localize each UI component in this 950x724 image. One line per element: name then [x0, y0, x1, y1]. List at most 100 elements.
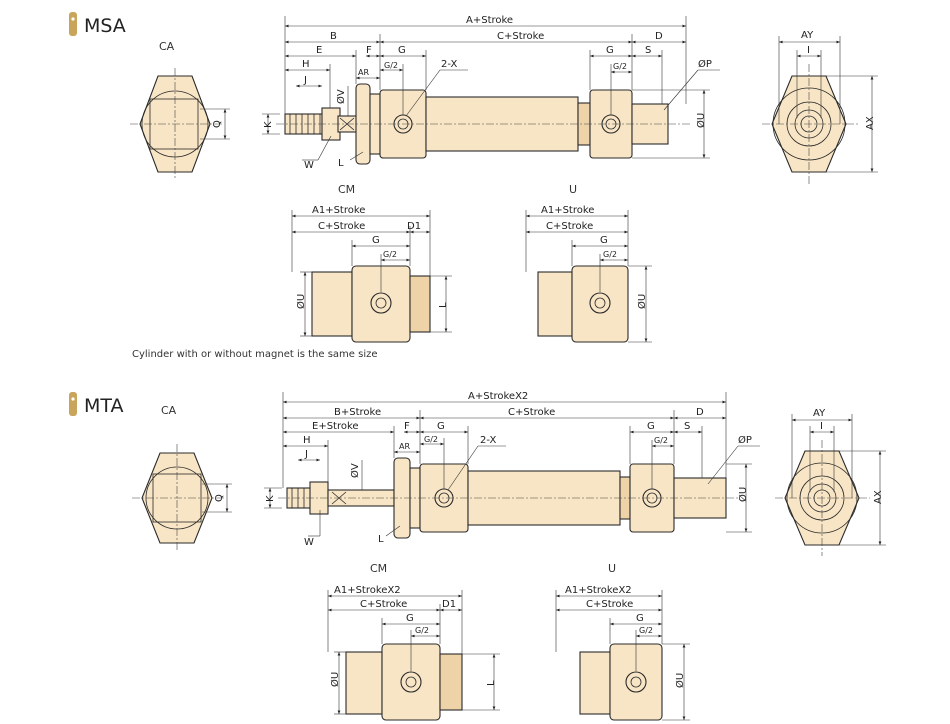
- cm-dim-d1: D1: [407, 221, 421, 232]
- dim-i: I: [807, 45, 810, 56]
- dim-g: G: [398, 45, 406, 56]
- u-barrel: [537, 271, 573, 337]
- cm-dim-g2: G/2: [415, 626, 429, 635]
- msa-section: MSA CA Q: [69, 12, 878, 360]
- dim-h: H: [302, 59, 310, 70]
- cm-dim-a1: A1+Stroke: [312, 205, 365, 216]
- mta-cm-view: CM A1+StrokeX2 C+Stroke D1 G G/2 ØU: [327, 562, 500, 721]
- dim-d: D: [655, 31, 663, 42]
- cm-dim-g: G: [372, 235, 380, 246]
- dim-k: K: [263, 121, 274, 128]
- msa-ca-view: CA Q: [130, 40, 230, 180]
- dim-j: J: [303, 75, 307, 86]
- badge-dot-icon: [71, 397, 75, 401]
- dim-q: Q: [212, 120, 223, 128]
- cm-dim-d1: D1: [442, 599, 456, 610]
- dim-g-rear: G: [606, 45, 614, 56]
- view-label-u: U: [608, 562, 616, 575]
- gold-tab-icon: [69, 12, 77, 36]
- gold-tab-icon: [69, 392, 77, 416]
- magnet-note: Cylinder with or without magnet is the s…: [132, 349, 378, 360]
- dim-c-stroke: C+Stroke: [508, 407, 555, 418]
- cm-dim-l: L: [486, 680, 497, 686]
- dim-g2-rear: G/2: [613, 62, 627, 71]
- dim-p: ØP: [698, 58, 712, 70]
- dim-2x: 2-X: [480, 435, 496, 446]
- u-dim-g2: G/2: [603, 250, 617, 259]
- u-dim-a1: A1+Stroke: [541, 205, 594, 216]
- view-label-cm: CM: [370, 562, 387, 575]
- cm-boss: [439, 653, 463, 711]
- view-label-cm: CM: [338, 183, 355, 196]
- dim-s: S: [645, 45, 651, 56]
- mta-rear-end-view: AY I AX: [775, 408, 886, 556]
- dim-i: I: [820, 421, 823, 432]
- u-dim-u: ØU: [636, 294, 648, 309]
- dim-s: S: [684, 421, 690, 432]
- dim-ar: AR: [358, 68, 369, 77]
- cm-barrel: [311, 271, 353, 337]
- dim-j: J: [304, 449, 308, 460]
- cm-dim-u: ØU: [295, 294, 307, 309]
- dim-b: B+Stroke: [334, 407, 381, 418]
- u-dim-c-stroke: C+Stroke: [586, 599, 633, 610]
- cm-dim-c-stroke: C+Stroke: [318, 221, 365, 232]
- cm-dim-g2: G/2: [383, 250, 397, 259]
- dim-v: ØV: [335, 89, 347, 104]
- cm-dim-c-stroke: C+Stroke: [360, 599, 407, 610]
- section-title: MTA: [84, 395, 124, 417]
- cm-dim-l: L: [438, 302, 449, 308]
- msa-u-view: U A1+Stroke C+Stroke G G/2 ØU: [525, 183, 652, 343]
- dim-f: F: [366, 45, 372, 56]
- view-label-ca: CA: [159, 40, 175, 53]
- dim-w: W: [304, 160, 314, 171]
- dim-h: H: [303, 435, 311, 446]
- dim-u: ØU: [695, 113, 707, 128]
- dim-ay: AY: [801, 30, 814, 41]
- cm-dim-g: G: [406, 613, 414, 624]
- u-dim-a1: A1+StrokeX2: [565, 585, 632, 596]
- msa-side-view: A+Stroke B C+Stroke D E F G G S H: [262, 15, 720, 171]
- u-dim-c-stroke: C+Stroke: [546, 221, 593, 232]
- mta-side-view: A+StrokeX2 B+Stroke C+Stroke D E+Stroke …: [264, 391, 760, 548]
- dim-c-stroke: C+Stroke: [497, 31, 544, 42]
- dim-ay: AY: [813, 408, 826, 419]
- dim-q: Q: [214, 494, 225, 502]
- dim-p: ØP: [738, 434, 752, 446]
- msa-cm-view: CM A1+Stroke C+Stroke D1 G G/2 ØU: [291, 183, 452, 343]
- dim-e: E: [316, 45, 322, 56]
- dim-ax: AX: [873, 490, 884, 504]
- dim-k: K: [265, 495, 276, 502]
- u-dim-g: G: [636, 613, 644, 624]
- view-label-u: U: [569, 183, 577, 196]
- badge-dot-icon: [71, 17, 75, 21]
- msa-rear-end-view: AY I AX: [762, 30, 878, 184]
- dim-v: ØV: [349, 463, 361, 478]
- cm-dim-u: ØU: [329, 672, 341, 687]
- dim-g2: G/2: [424, 435, 438, 444]
- dim-g2: G/2: [384, 61, 398, 70]
- dim-ax: AX: [865, 116, 876, 130]
- cm-dim-a1: A1+StrokeX2: [334, 585, 401, 596]
- dim-ar: AR: [399, 442, 410, 451]
- dim-l: L: [338, 158, 344, 169]
- dim-a-stroke: A+StrokeX2: [468, 391, 528, 402]
- dim-w: W: [304, 537, 314, 548]
- u-dim-g2: G/2: [639, 626, 653, 635]
- mta-u-view: U A1+StrokeX2 C+Stroke G G/2 ØU: [555, 562, 690, 721]
- dim-g-rear: G: [647, 421, 655, 432]
- dim-g2-rear: G/2: [654, 436, 668, 445]
- u-barrel: [579, 651, 611, 715]
- view-label-ca: CA: [161, 404, 177, 417]
- mta-ca-view: CA Q: [132, 404, 232, 552]
- dim-l: L: [378, 534, 384, 545]
- u-dim-g: G: [600, 235, 608, 246]
- section-title: MSA: [84, 15, 126, 37]
- dim-g: G: [437, 421, 445, 432]
- cm-boss: [409, 275, 431, 333]
- dim-u: ØU: [737, 487, 749, 502]
- dim-2x: 2-X: [441, 59, 457, 70]
- dim-b: B: [330, 31, 337, 42]
- dim-d: D: [696, 407, 704, 418]
